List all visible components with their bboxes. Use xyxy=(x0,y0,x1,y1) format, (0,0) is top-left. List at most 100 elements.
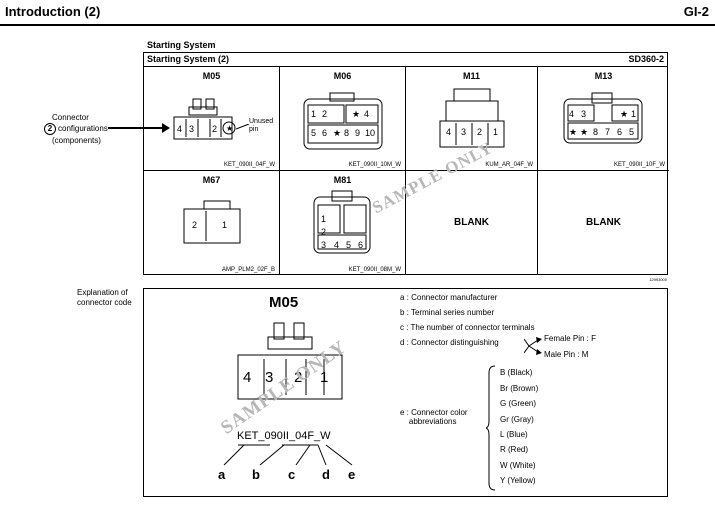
pin: 2 xyxy=(321,227,327,237)
pin: 2 xyxy=(192,220,198,230)
explanation-label-line: connector code xyxy=(77,298,132,307)
pin: 4 xyxy=(243,369,252,386)
connector-m06-diagram xyxy=(303,92,383,150)
example-connector-code: KET_090II_04F_W xyxy=(237,430,331,442)
callout-line: configurations xyxy=(58,124,108,133)
pin: ★ xyxy=(352,109,361,119)
callout-line: (components) xyxy=(52,136,101,145)
pin: 5 xyxy=(346,240,352,250)
pin: 1 xyxy=(631,109,637,119)
connector-title: M67 xyxy=(202,175,221,185)
callout-line: Connector xyxy=(52,113,89,122)
blank-cell: BLANK xyxy=(538,171,669,275)
pin: 6 xyxy=(358,240,364,250)
connector-title: M81 xyxy=(333,175,352,185)
pin: 9 xyxy=(355,128,361,138)
connector-m81-diagram xyxy=(313,190,371,254)
table-code: SD360-2 xyxy=(628,54,664,64)
connector-title: M05 xyxy=(202,71,221,81)
pin: ★ xyxy=(569,127,578,137)
example-connector-title: M05 xyxy=(269,294,299,311)
callout-arrow-icon xyxy=(108,123,170,133)
pin: 4 xyxy=(177,124,183,134)
connector-m13-diagram xyxy=(563,92,643,144)
legend-female-pin: Female Pin : F xyxy=(544,334,597,343)
pin: 1 xyxy=(222,220,228,230)
pin: 4 xyxy=(446,127,452,137)
connector-title: M11 xyxy=(462,71,480,81)
code-letter: c xyxy=(288,467,296,482)
pin: 1 xyxy=(320,369,329,386)
connector-title: M06 xyxy=(333,71,352,81)
pin: ★ xyxy=(333,128,342,138)
pin: 2 xyxy=(322,109,328,119)
legend-item-c: c : The number of connector terminals xyxy=(400,323,535,332)
legend-item-a: a : Connector manufacturer xyxy=(400,293,498,302)
code-letter: d xyxy=(322,467,330,482)
pin: 3 xyxy=(321,240,327,250)
connector-m05-diagram xyxy=(173,98,236,140)
pin: 3 xyxy=(581,109,587,119)
code-pointer-lines xyxy=(223,444,353,466)
code-letter: a xyxy=(218,467,226,482)
pin: 6 xyxy=(617,127,623,137)
pin: 7 xyxy=(605,127,611,137)
pin: 8 xyxy=(593,127,599,137)
pin: 4 xyxy=(334,240,340,250)
pin: 5 xyxy=(629,127,635,137)
pin: 2 xyxy=(477,127,483,137)
pin: 2 xyxy=(294,369,303,386)
blank-label: BLANK xyxy=(586,217,621,228)
color-brace xyxy=(486,365,496,491)
pin: 3 xyxy=(265,369,274,386)
blank-label: BLANK xyxy=(454,217,489,228)
pin: ★ xyxy=(620,109,629,119)
connector-cell-m81: M81 1 2 3 4 5 6 KET_090II_08M_W xyxy=(280,171,406,275)
table-title: Starting System (2) xyxy=(147,54,230,64)
color-item: Gr (Gray) xyxy=(500,415,534,424)
page-number: GI-2 xyxy=(683,4,709,19)
header-rule xyxy=(0,24,715,26)
color-item: B (Black) xyxy=(500,368,533,377)
pin: 6 xyxy=(322,128,328,138)
color-item: Y (Yellow) xyxy=(500,476,536,485)
connector-code: KET_090II_04F_W xyxy=(223,162,275,168)
pin: 1 xyxy=(311,109,317,119)
pin: 8 xyxy=(344,128,350,138)
color-item: G (Green) xyxy=(500,399,537,408)
explanation-box: M05 4 3 2 1 SAMPLE ONLY KET_090II_04F_W … xyxy=(143,288,668,497)
pin: 5 xyxy=(311,128,317,138)
section-label: Starting System xyxy=(147,40,216,50)
connector-m67-diagram xyxy=(183,200,241,244)
connector-code: KET_090II_10M_W xyxy=(348,162,401,168)
color-item: R (Red) xyxy=(500,445,529,454)
distinguishing-arrows-icon xyxy=(524,337,542,355)
connector-code: AMP_PLM2_02F_B xyxy=(221,267,275,273)
code-letter: b xyxy=(252,467,260,482)
table-header: Starting System (2) SD360-2 xyxy=(144,53,667,67)
connector-title: M13 xyxy=(594,71,613,81)
example-connector-diagram xyxy=(237,322,343,400)
pin: 2 xyxy=(212,124,218,134)
explanation-label: Explanation of connector code xyxy=(77,288,132,308)
color-item: L (Blue) xyxy=(500,430,528,439)
pin: 4 xyxy=(364,109,370,119)
connector-table: Starting System (2) SD360-2 M05 4 3 2 ★ … xyxy=(143,52,669,275)
connector-m11-diagram xyxy=(439,88,505,148)
blank-cell: BLANK xyxy=(406,171,538,275)
connector-code: KET_090II_10F_W xyxy=(613,162,665,168)
callout-number: 2 xyxy=(44,123,56,135)
color-item: W (White) xyxy=(500,461,536,470)
page-title: Introduction (2) xyxy=(5,4,101,19)
pin: 1 xyxy=(321,214,327,224)
pin: 4 xyxy=(569,109,575,119)
legend-item-e: e : Connector color abbreviations xyxy=(400,408,468,426)
pin: 3 xyxy=(461,127,467,137)
color-item: Br (Brown) xyxy=(500,384,539,393)
legend-male-pin: Male Pin : M xyxy=(544,350,589,359)
legend-item-d: d : Connector distinguishing xyxy=(400,338,499,347)
code-letter: e xyxy=(348,467,356,482)
connector-cell-m11: M11 4 3 2 1 KUM_AR_04F_W xyxy=(406,67,538,171)
connector-code: KET_090II_08M_W xyxy=(348,267,401,273)
pin: 3 xyxy=(189,124,195,134)
